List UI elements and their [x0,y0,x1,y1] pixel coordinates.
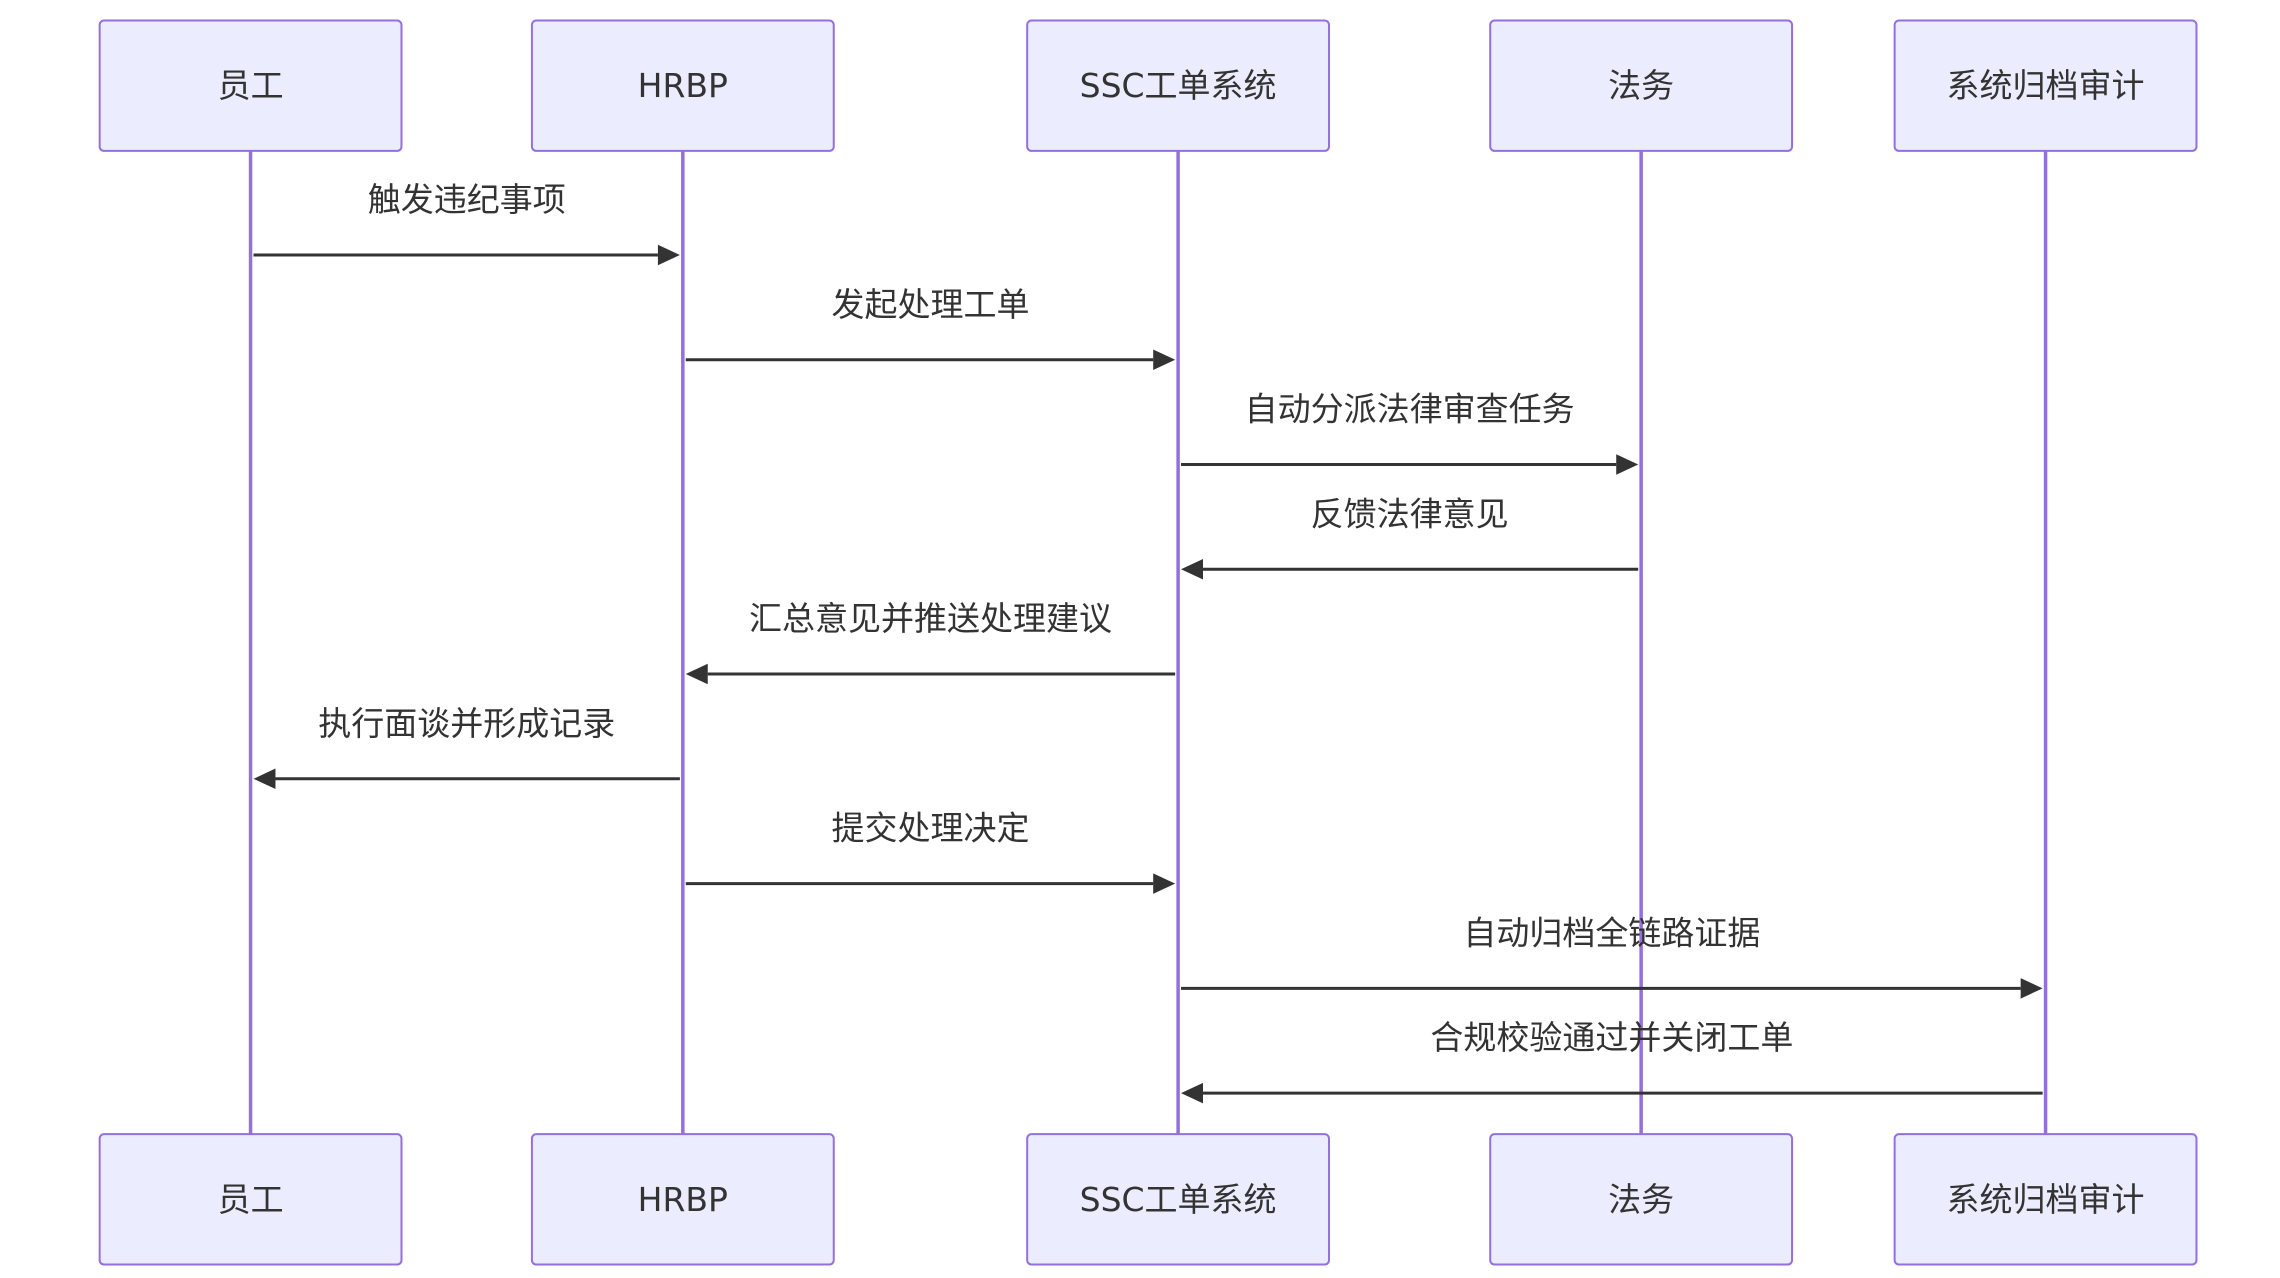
arrowhead-icon [1181,559,1204,580]
actor-ssc-top: SSC工单系统 [1026,19,1331,152]
arrowhead-icon [253,768,276,790]
arrowhead-icon [685,663,708,685]
actor-box [530,1133,835,1266]
message-4: 反馈法律意见 [1181,494,1639,580]
actor-box [1489,1133,1794,1266]
actor-label: HRBP [638,1180,728,1219]
message-label: 执行面谈并形成记录 [318,704,615,743]
arrowhead-icon [1181,1082,1204,1104]
lifelines [248,150,2048,1135]
actor-box [530,19,835,152]
actor-box [98,1133,403,1266]
actor-hrbp-bottom: HRBP [530,1133,835,1266]
actor-box [1489,19,1794,152]
actor-label: SSC工单系统 [1080,66,1277,105]
actor-box [1026,1133,1331,1266]
actor-legal-bottom: 法务 [1489,1133,1794,1266]
actor-employee-bottom: 员工 [98,1133,403,1266]
messages: 触发违纪事项发起处理工单自动分派法律审查任务反馈法律意见汇总意见并推送处理建议执… [253,180,2043,1104]
message-5: 汇总意见并推送处理建议 [685,599,1176,685]
actor-employee-top: 员工 [98,19,403,152]
message-7: 提交处理决定 [685,809,1176,894]
message-label: 合规校验通过并关闭工单 [1430,1018,1793,1057]
actor-ssc-bottom: SSC工单系统 [1026,1133,1331,1266]
message-3: 自动分派法律审查任务 [1181,390,1639,475]
message-2: 发起处理工单 [685,285,1176,370]
arrowhead-icon [2020,978,2043,999]
actor-box [1893,1133,2198,1266]
message-label: 发起处理工单 [831,285,1029,324]
actor-box [1893,19,2198,152]
message-label: 反馈法律意见 [1311,494,1509,533]
actor-hrbp-top: HRBP [530,19,835,152]
message-label: 触发违纪事项 [368,180,566,219]
actor-archive-top: 系统归档审计 [1893,19,2198,152]
message-label: 自动归档全链路证据 [1463,913,1760,952]
actor-label: HRBP [638,66,728,105]
message-label: 自动分派法律审查任务 [1245,390,1575,429]
actor-label: 系统归档审计 [1947,66,2145,105]
actor-legal-top: 法务 [1489,19,1794,152]
actor-label: 员工 [218,66,284,105]
message-6: 执行面谈并形成记录 [253,704,680,790]
actor-label: SSC工单系统 [1080,1180,1277,1219]
message-9: 合规校验通过并关闭工单 [1181,1018,2043,1104]
actor-label: 法务 [1608,66,1674,105]
message-1: 触发违纪事项 [253,180,680,266]
actor-box [1026,19,1331,152]
actor-label: 系统归档审计 [1947,1180,2145,1219]
arrowhead-icon [1616,454,1639,475]
message-8: 自动归档全链路证据 [1181,913,2043,999]
actor-label: 法务 [1608,1180,1674,1219]
actor-label: 员工 [218,1180,284,1219]
actor-box [98,19,403,152]
arrowhead-icon [1153,873,1176,894]
arrowhead-icon [1153,349,1176,370]
arrowhead-icon [657,244,680,266]
actor-archive-bottom: 系统归档审计 [1893,1133,2198,1266]
message-label: 汇总意见并推送处理建议 [749,599,1112,638]
message-label: 提交处理决定 [831,809,1029,848]
